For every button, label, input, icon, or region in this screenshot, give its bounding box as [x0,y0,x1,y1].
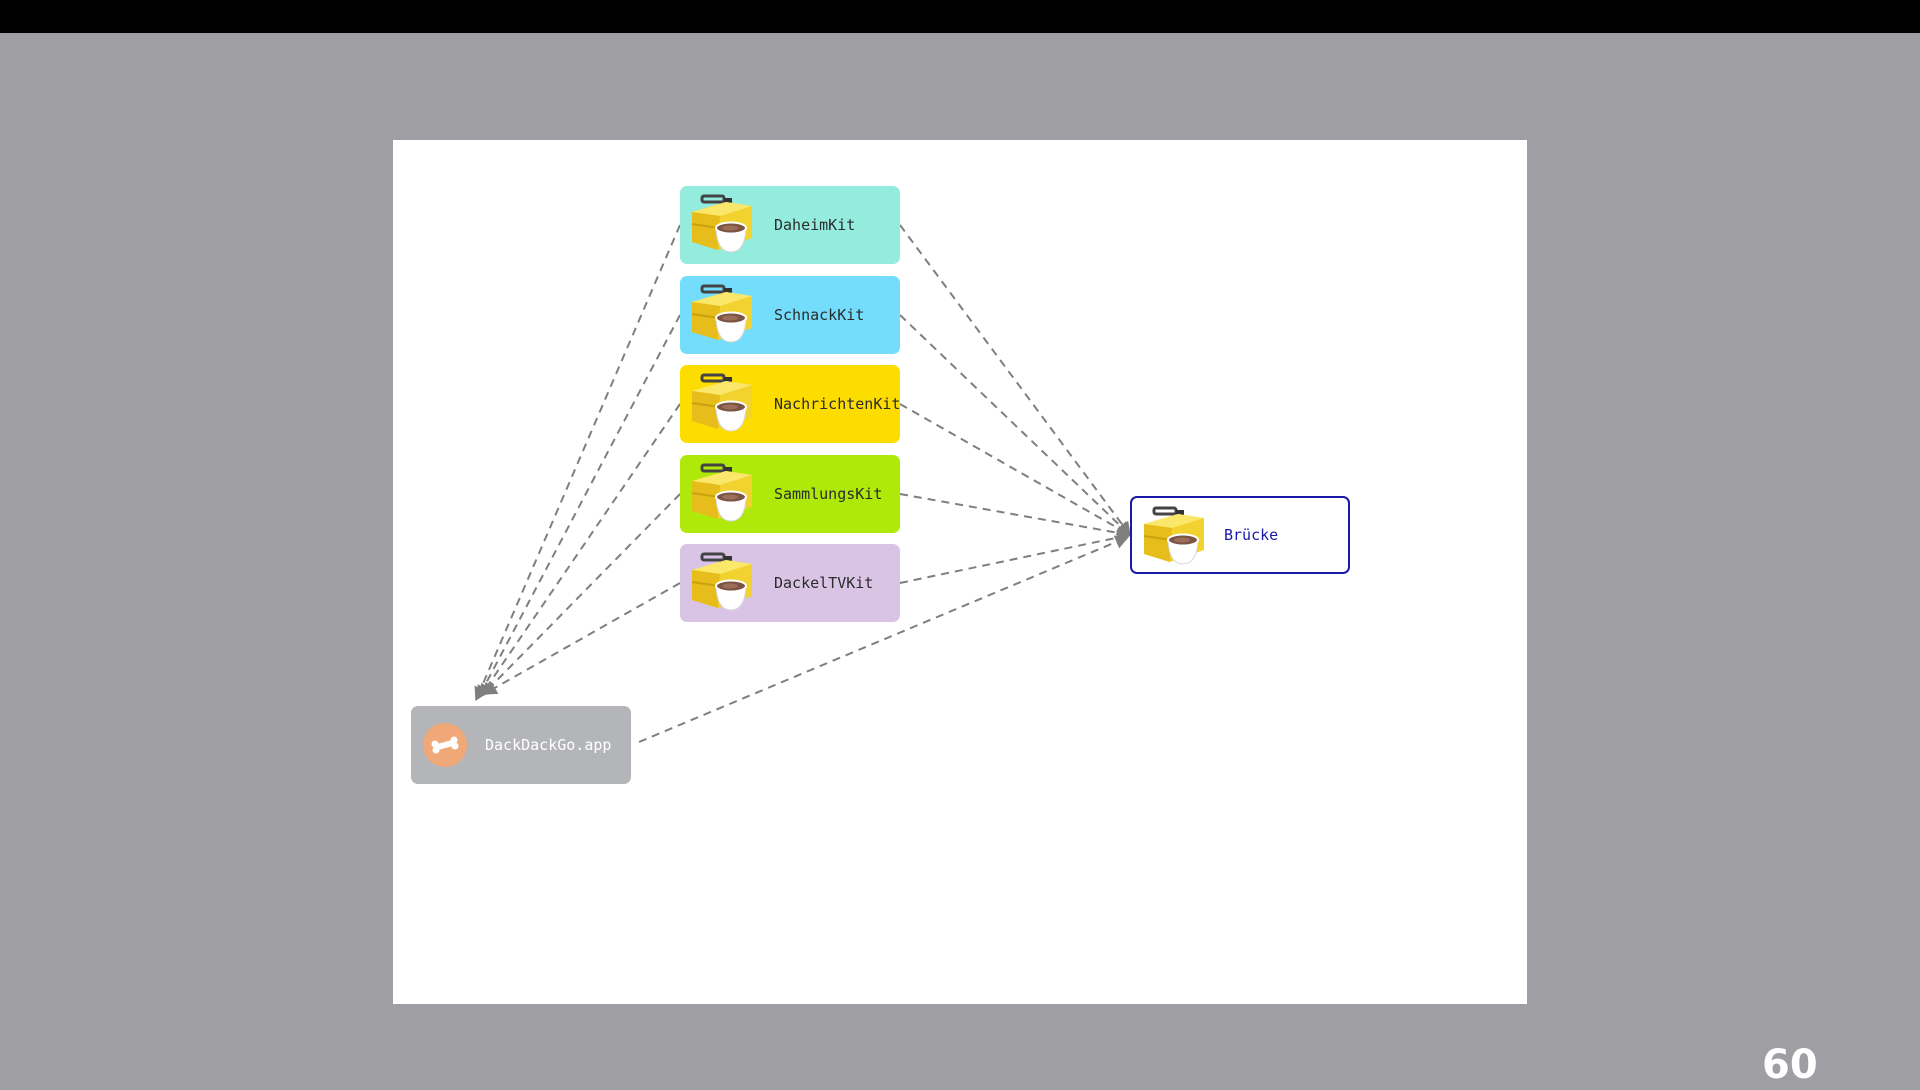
kit-node: DaheimKit [680,186,900,264]
kit-label: NachrichtenKit [774,395,901,413]
kit-label: SchnackKit [774,306,865,324]
app-node: DackDackGo.app [411,706,631,784]
app-label: DackDackGo.app [485,736,612,754]
toolbox-with-cup-icon [691,463,752,522]
kit-node: NachrichtenKit [680,365,900,443]
bone-icon [431,736,459,754]
toolbox-with-cup-icon [691,284,752,343]
kit-node: DackelTVKit [680,544,900,622]
toolbox-with-cup-icon [691,194,752,253]
kit-node: SammlungsKit [680,455,900,533]
toolbox-with-cup-icon [691,552,752,611]
page-number: 60 [1762,1042,1818,1088]
kit-label: SammlungsKit [774,485,883,503]
slide-canvas [393,140,1527,1004]
kit-label: DaheimKit [774,216,856,234]
kit-label: DackelTVKit [774,574,874,592]
bridge-label: Brücke [1224,526,1279,544]
toolbox-with-cup-icon [691,373,752,432]
bridge-node: Brücke [1130,496,1350,574]
app-badge [423,723,467,767]
top-bar [0,0,1920,33]
toolbox-with-cup-icon [1143,506,1204,565]
kit-node: SchnackKit [680,276,900,354]
